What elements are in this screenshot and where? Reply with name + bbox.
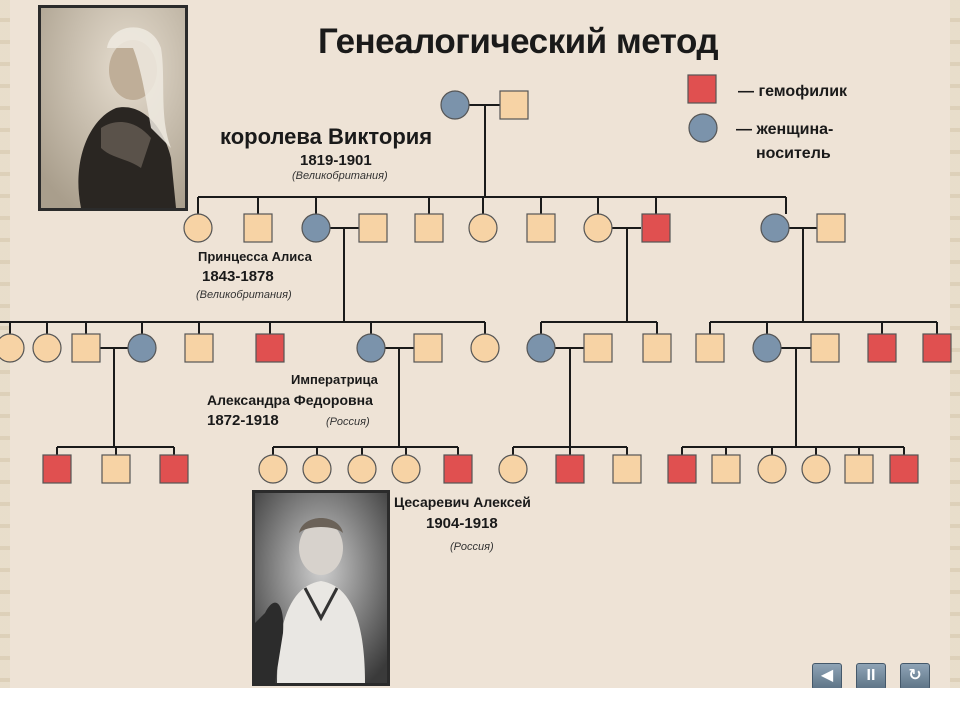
male-4 xyxy=(414,213,444,243)
hemophiliac-male-18 xyxy=(42,454,72,484)
alexandra-years: 1872-1918 xyxy=(207,412,279,429)
female-8 xyxy=(32,333,62,363)
female-19 xyxy=(757,454,787,484)
carrier-female-0 xyxy=(688,113,718,143)
carrier-female-9 xyxy=(127,333,157,363)
victoria-name: королева Виктория xyxy=(220,124,433,149)
male-12 xyxy=(583,333,613,363)
male-8 xyxy=(71,333,101,363)
female-5 xyxy=(583,213,613,243)
male-1 xyxy=(499,90,529,120)
hemophiliac-male-24 xyxy=(667,454,697,484)
hemophiliac-male-0 xyxy=(687,74,717,104)
female-17 xyxy=(391,454,421,484)
tsarevich-alexei-portrait xyxy=(252,490,390,686)
back-button[interactable]: ◀ xyxy=(812,663,842,688)
male-3 xyxy=(358,213,388,243)
pause-button[interactable]: II xyxy=(856,663,886,688)
legend-carrier-label-line1: — женщина- xyxy=(736,121,834,138)
male-11 xyxy=(413,333,443,363)
male-15 xyxy=(810,333,840,363)
right-border-ornament xyxy=(950,0,960,688)
female-11 xyxy=(470,333,500,363)
victoria-country: (Великобритания) xyxy=(292,170,388,182)
male-23 xyxy=(612,454,642,484)
pedigree-diagram xyxy=(0,74,952,484)
female-4 xyxy=(468,213,498,243)
legend-hemophiliac-label: — гемофилик xyxy=(738,83,848,100)
male-5 xyxy=(526,213,556,243)
hemophiliac-male-6 xyxy=(641,213,671,243)
male-25 xyxy=(711,454,741,484)
male-19 xyxy=(101,454,131,484)
slide: Генеалогический метод — гемофилик — женщ… xyxy=(0,0,960,688)
reload-button[interactable]: ↻ xyxy=(900,663,930,688)
hemophiliac-male-16 xyxy=(867,333,897,363)
male-9 xyxy=(184,333,214,363)
female-7 xyxy=(0,333,25,363)
alexei-name: Цесаревич Алексей xyxy=(394,494,531,510)
alice-years: 1843-1878 xyxy=(202,268,274,285)
female-20 xyxy=(801,454,831,484)
female-2 xyxy=(183,213,213,243)
alexandra-country: (Россия) xyxy=(326,416,370,428)
alexandra-title: Императрица xyxy=(291,372,378,387)
male-26 xyxy=(844,454,874,484)
male-14 xyxy=(695,333,725,363)
carrier-female-6 xyxy=(760,213,790,243)
carrier-female-3 xyxy=(301,213,331,243)
alexandra-name: Александра Федоровна xyxy=(207,392,373,408)
victoria-years: 1819-1901 xyxy=(300,152,372,169)
alexei-years: 1904-1918 xyxy=(426,515,498,532)
hemophiliac-male-27 xyxy=(889,454,919,484)
alice-name: Принцесса Алиса xyxy=(198,249,312,264)
female-14 xyxy=(258,454,288,484)
male-2 xyxy=(243,213,273,243)
carrier-female-12 xyxy=(526,333,556,363)
female-16 xyxy=(347,454,377,484)
queen-victoria-portrait xyxy=(38,5,188,211)
alexei-country: (Россия) xyxy=(450,541,494,553)
female-15 xyxy=(302,454,332,484)
hemophiliac-male-21 xyxy=(443,454,473,484)
carrier-female-10 xyxy=(356,333,386,363)
male-7 xyxy=(816,213,846,243)
carrier-female-1 xyxy=(440,90,470,120)
hemophiliac-male-17 xyxy=(922,333,952,363)
alice-country: (Великобритания) xyxy=(196,289,292,301)
male-13 xyxy=(642,333,672,363)
hemophiliac-male-10 xyxy=(255,333,285,363)
hemophiliac-male-20 xyxy=(159,454,189,484)
page-title: Генеалогический метод xyxy=(318,22,719,61)
female-18 xyxy=(498,454,528,484)
hemophiliac-male-22 xyxy=(555,454,585,484)
legend-carrier-label-line2: носитель xyxy=(756,145,831,162)
carrier-female-13 xyxy=(752,333,782,363)
